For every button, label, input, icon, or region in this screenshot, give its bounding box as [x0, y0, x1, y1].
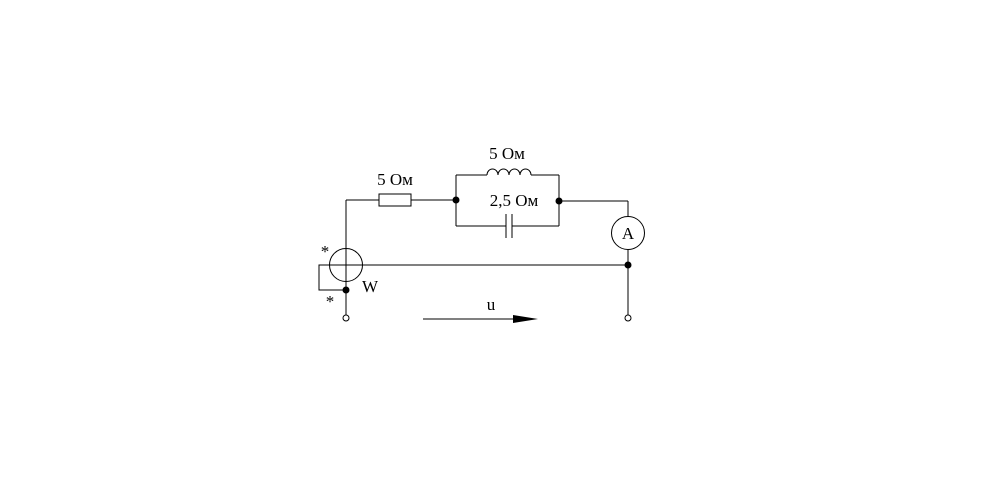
resistor	[378, 193, 412, 207]
voltage-label: u	[487, 295, 496, 314]
terminal-right	[624, 314, 632, 322]
wattmeter-label: W	[362, 277, 379, 296]
voltage-arrow-head	[513, 315, 538, 323]
resistor-label: 5 Ом	[377, 170, 413, 189]
inductor	[486, 168, 532, 176]
junction-bottom-left	[342, 286, 350, 294]
capacitor-label: 2,5 Ом	[490, 191, 539, 210]
inductor-label: 5 Ом	[489, 144, 525, 163]
current-coil-marker: *	[321, 242, 330, 261]
ammeter-label: A	[622, 224, 635, 243]
voltage-coil-loop	[318, 264, 346, 291]
terminal-left	[342, 314, 350, 322]
voltage-coil-marker: *	[326, 292, 335, 311]
